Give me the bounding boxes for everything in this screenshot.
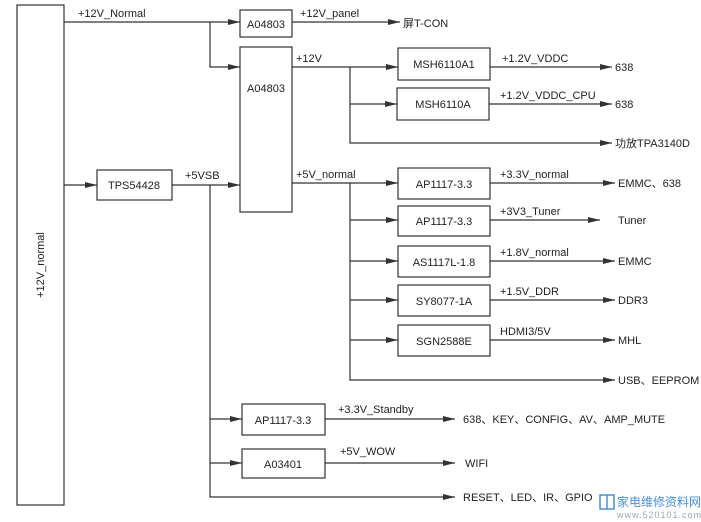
rail-3v3-normal-label: +3.3V_normal — [500, 169, 569, 181]
input-5vsb-label: +5VSB — [185, 170, 220, 182]
rail-3v3-standby-label: +3.3V_Standby — [338, 404, 414, 416]
site-logo: 家电维修资料网 www.520101.com — [599, 494, 701, 520]
rail-vddc-label: +1.2V_VDDC — [502, 53, 568, 65]
sgn2588e-label: SGN2588E — [416, 336, 472, 348]
sy8077-box — [397, 284, 491, 317]
ap1117-standby-box — [241, 403, 326, 436]
msh6110a1-box — [397, 47, 491, 81]
load-tcon: 屏T-CON — [403, 17, 448, 30]
ap1117-tuner-label: AP1117-3.3 — [416, 216, 472, 228]
a04803-panel-label: A04803 — [247, 19, 285, 31]
msh6110a-label: MSH6110A — [415, 99, 471, 111]
as1117l-label: AS1117L-1.8 — [413, 257, 476, 269]
main-rail-label: +12V_normal — [35, 232, 47, 298]
rail-hdmi-5v-label: HDMI3/5V — [500, 326, 551, 338]
a04803-main-label: A04803 — [247, 83, 285, 95]
ap1117-normal-label: AP1117-3.3 — [416, 179, 472, 191]
logo-url: www.520101.com — [616, 510, 701, 520]
load-amp: 功放TPA3140D — [615, 136, 690, 150]
load-1v8-normal: EMMC — [618, 256, 652, 268]
rail-vddc-cpu-label: +1.2V_VDDC_CPU — [500, 90, 596, 102]
load-wifi: WIFI — [465, 458, 488, 470]
load-mhl: MHL — [618, 335, 641, 347]
tps54428-box — [96, 169, 173, 201]
a04803-main-box — [239, 46, 293, 213]
rail-1v5-ddr-label: +1.5V_DDR — [500, 286, 559, 298]
load-vddc: 638 — [615, 62, 633, 74]
a03401-box — [241, 448, 326, 479]
rail-12v-label: +12V — [296, 53, 323, 65]
ap1117-normal-box — [397, 167, 491, 200]
load-usb-eeprom: USB、EEPROM — [618, 375, 699, 387]
ap1117-standby-label: AP1117-3.3 — [255, 415, 311, 427]
load-vddc-cpu: 638 — [615, 99, 633, 111]
msh6110a1-label: MSH6110A1 — [413, 59, 475, 71]
rail-5v-wow-label: +5V_WOW — [340, 446, 396, 458]
load-3v3-normal: EMMC、638 — [618, 178, 681, 190]
logo-text: 家电维修资料网 — [617, 494, 701, 509]
load-tuner: Tuner — [618, 215, 647, 227]
load-ddr: DDR3 — [618, 295, 648, 307]
msh6110a-box — [396, 87, 490, 121]
rail-1v8-normal-label: +1.8V_normal — [500, 247, 569, 259]
main-12v-rail-box — [16, 4, 65, 506]
input-12v-normal-label: +12V_Normal — [78, 8, 146, 20]
a04803-panel-box — [239, 9, 293, 38]
sy8077-label: SY8077-1A — [416, 296, 473, 308]
a03401-label: A03401 — [264, 459, 302, 471]
load-misc: RESET、LED、IR、GPIO — [463, 492, 593, 504]
wires — [64, 19, 615, 500]
as1117l-box — [397, 245, 491, 278]
sgn2588e-box — [397, 324, 491, 357]
ap1117-tuner-box — [397, 205, 491, 237]
tps54428-label: TPS54428 — [108, 180, 160, 192]
rail-12v-panel-label: +12V_panel — [300, 8, 359, 20]
rail-5v-normal-label: +5V_normal — [296, 169, 356, 181]
rail-3v3-tuner-label: +3V3_Tuner — [500, 206, 561, 218]
load-standby: 638、KEY、CONFIG、AV、AMP_MUTE — [463, 414, 665, 426]
